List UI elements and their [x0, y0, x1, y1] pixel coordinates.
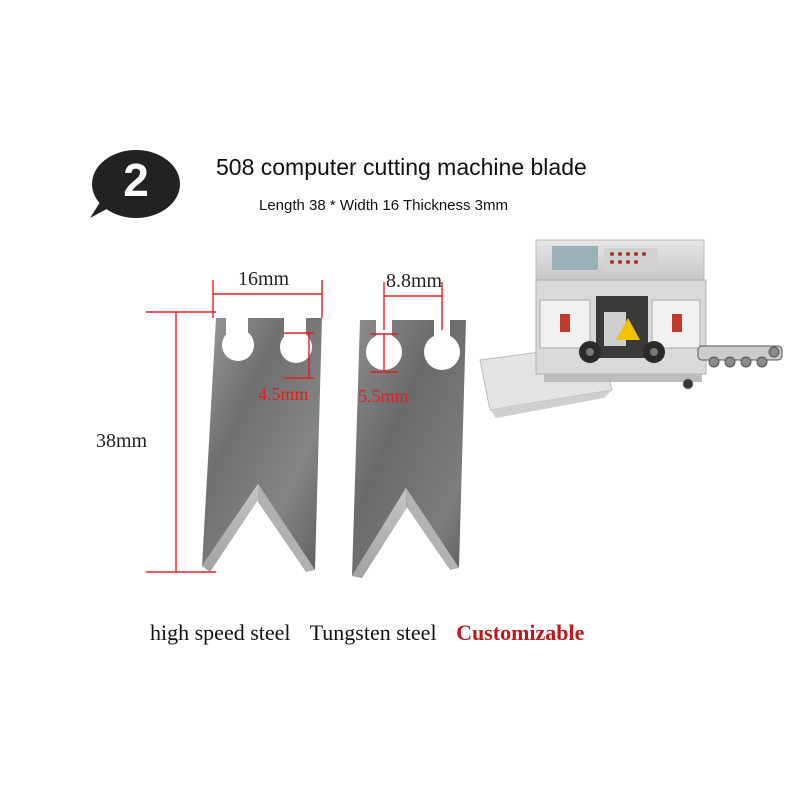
- page-title: 508 computer cutting machine blade: [216, 154, 587, 180]
- dimension-hole-spacing-label: 8.8mm: [386, 270, 443, 292]
- customizable-label: Customizable: [456, 620, 585, 645]
- dimension-length-label: 38mm: [96, 430, 148, 452]
- speech-bubble-icon: [90, 150, 180, 218]
- dimension-lines: [146, 280, 443, 573]
- page-subtitle: Length 38 * Width 16 Thickness 3mm: [259, 197, 509, 214]
- blade-left: [202, 318, 322, 572]
- material-caption: high speed steel Tungsten steel Customiz…: [150, 620, 598, 646]
- blade-right: [352, 320, 466, 578]
- cutting-machine-image: [479, 239, 783, 418]
- dimension-width-label: 16mm: [238, 268, 290, 290]
- material-tungsten: Tungsten steel: [309, 620, 437, 645]
- dimension-hole-small-label: 4.5mm: [258, 384, 309, 404]
- blade-right-hole-2: [424, 334, 460, 370]
- dimension-hole-large-label: 5.5mm: [358, 386, 409, 406]
- material-hss: high speed steel: [150, 620, 291, 645]
- step-number: 2: [123, 154, 149, 206]
